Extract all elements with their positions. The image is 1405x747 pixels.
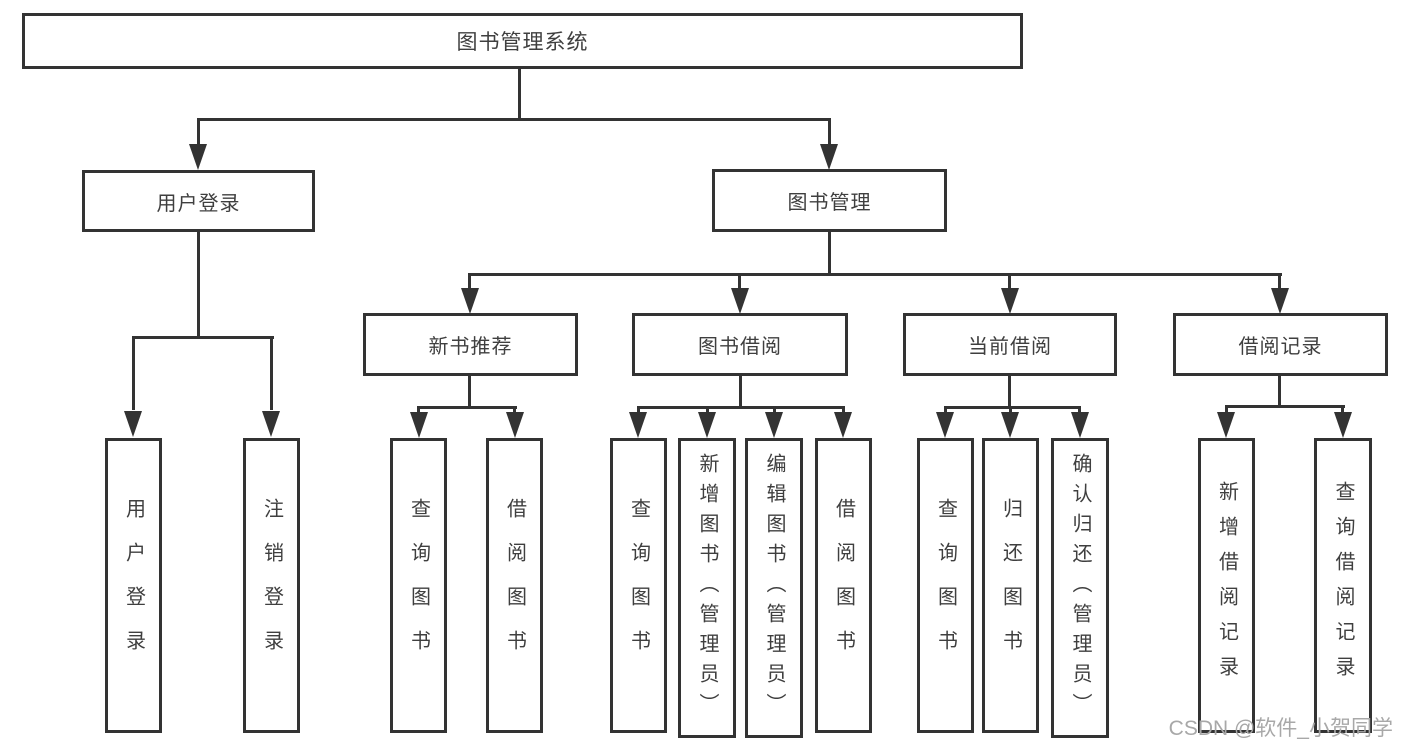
leaf-borrow-books-recommend: 借阅图书 xyxy=(486,438,543,733)
leaf-query-borrow-record-label: 查询借阅记录 xyxy=(1332,480,1354,691)
arrowhead-down-icon xyxy=(1334,412,1352,438)
leaf-edit-books-admin-label: 编辑图书（管理员） xyxy=(763,453,785,723)
arrowhead-down-icon xyxy=(731,288,749,314)
node-book-management: 图书管理 xyxy=(712,169,947,232)
leaf-query-books-current-label: 查询图书 xyxy=(934,497,957,674)
connector-line xyxy=(944,406,1081,409)
connector-line xyxy=(197,232,200,336)
arrowhead-down-icon xyxy=(124,411,142,437)
connector-line xyxy=(739,376,742,406)
csdn-watermark: CSDN @软件_小贺同学 xyxy=(1168,717,1393,740)
connector-line xyxy=(637,406,845,409)
leaf-query-books-current: 查询图书 xyxy=(917,438,974,733)
leaf-add-borrow-record: 新增借阅记录 xyxy=(1198,438,1255,733)
node-library-system: 图书管理系统 xyxy=(22,13,1023,69)
node-book-borrowing-label: 图书借阅 xyxy=(698,336,782,358)
connector-line xyxy=(1341,408,1344,415)
arrowhead-down-icon xyxy=(1217,412,1235,438)
connector-line xyxy=(270,339,273,410)
node-user-login-label: 用户登录 xyxy=(156,192,241,215)
leaf-logout-login-label: 注销登录 xyxy=(260,497,283,674)
arrowhead-down-icon xyxy=(410,412,428,438)
node-new-book-recommendation-label: 新书推荐 xyxy=(428,336,513,358)
leaf-query-books-borrowing-label: 查询图书 xyxy=(627,497,650,674)
leaf-confirm-return-admin: 确认归还（管理员） xyxy=(1051,438,1109,738)
connector-line xyxy=(738,276,741,289)
arrowhead-down-icon xyxy=(461,288,479,314)
node-library-system-label: 图书管理系统 xyxy=(456,31,589,54)
arrowhead-down-icon xyxy=(765,412,783,438)
connector-line xyxy=(197,121,200,147)
leaf-borrow-books-borrowing-label: 借阅图书 xyxy=(832,497,855,674)
node-borrowing-records: 借阅记录 xyxy=(1173,313,1388,376)
arrowhead-down-icon xyxy=(629,412,647,438)
connector-line xyxy=(518,69,521,118)
leaf-add-books-admin-label: 新增图书（管理员） xyxy=(696,453,718,723)
arrowhead-down-icon xyxy=(189,144,207,170)
connector-line xyxy=(197,118,831,121)
leaf-user-login: 用户登录 xyxy=(105,438,162,733)
connector-line xyxy=(1008,375,1011,406)
node-current-borrowing-label: 当前借阅 xyxy=(968,336,1052,358)
arrowhead-down-icon xyxy=(698,412,716,438)
node-current-borrowing: 当前借阅 xyxy=(903,313,1117,376)
arrowhead-down-icon xyxy=(1071,412,1089,438)
leaf-logout-login: 注销登录 xyxy=(243,438,300,733)
connector-line xyxy=(132,339,135,410)
node-user-login: 用户登录 xyxy=(82,170,315,232)
leaf-query-books-recommend: 查询图书 xyxy=(390,438,447,733)
leaf-confirm-return-admin-label: 确认归还（管理员） xyxy=(1069,453,1091,723)
leaf-query-borrow-record: 查询借阅记录 xyxy=(1314,438,1372,733)
connector-line xyxy=(828,121,831,147)
leaf-return-books-label: 归还图书 xyxy=(999,497,1022,674)
connector-line xyxy=(1278,276,1281,289)
leaf-add-books-admin: 新增图书（管理员） xyxy=(678,438,736,738)
arrowhead-down-icon xyxy=(834,412,852,438)
connector-line xyxy=(1225,405,1345,408)
arrowhead-down-icon xyxy=(262,411,280,437)
arrowhead-down-icon xyxy=(506,412,524,438)
leaf-add-borrow-record-label: 新增借阅记录 xyxy=(1215,480,1238,691)
arrowhead-down-icon xyxy=(936,412,954,438)
arrowhead-down-icon xyxy=(1001,288,1019,314)
connector-line xyxy=(132,336,274,339)
connector-line xyxy=(468,376,471,406)
node-new-book-recommendation: 新书推荐 xyxy=(363,313,578,376)
connector-line xyxy=(1278,374,1281,405)
leaf-borrow-books-recommend-label: 借阅图书 xyxy=(503,497,526,674)
leaf-query-books-recommend-label: 查询图书 xyxy=(407,497,430,674)
arrowhead-down-icon xyxy=(1271,288,1289,314)
leaf-query-books-borrowing: 查询图书 xyxy=(610,438,667,733)
arrowhead-down-icon xyxy=(820,144,838,170)
connector-line xyxy=(417,406,517,409)
arrowhead-down-icon xyxy=(1001,412,1019,438)
node-borrowing-records-label: 借阅记录 xyxy=(1238,336,1323,358)
node-book-borrowing: 图书借阅 xyxy=(632,313,848,376)
connector-line xyxy=(468,276,471,289)
connector-line xyxy=(468,273,1282,276)
node-book-management-label: 图书管理 xyxy=(787,192,872,214)
connector-line xyxy=(1008,276,1011,289)
connector-line xyxy=(828,232,831,273)
connector-line xyxy=(1225,408,1228,415)
leaf-return-books: 归还图书 xyxy=(982,438,1039,733)
leaf-user-login-label: 用户登录 xyxy=(122,497,145,674)
leaf-borrow-books-borrowing: 借阅图书 xyxy=(815,438,872,733)
leaf-edit-books-admin: 编辑图书（管理员） xyxy=(745,438,803,738)
